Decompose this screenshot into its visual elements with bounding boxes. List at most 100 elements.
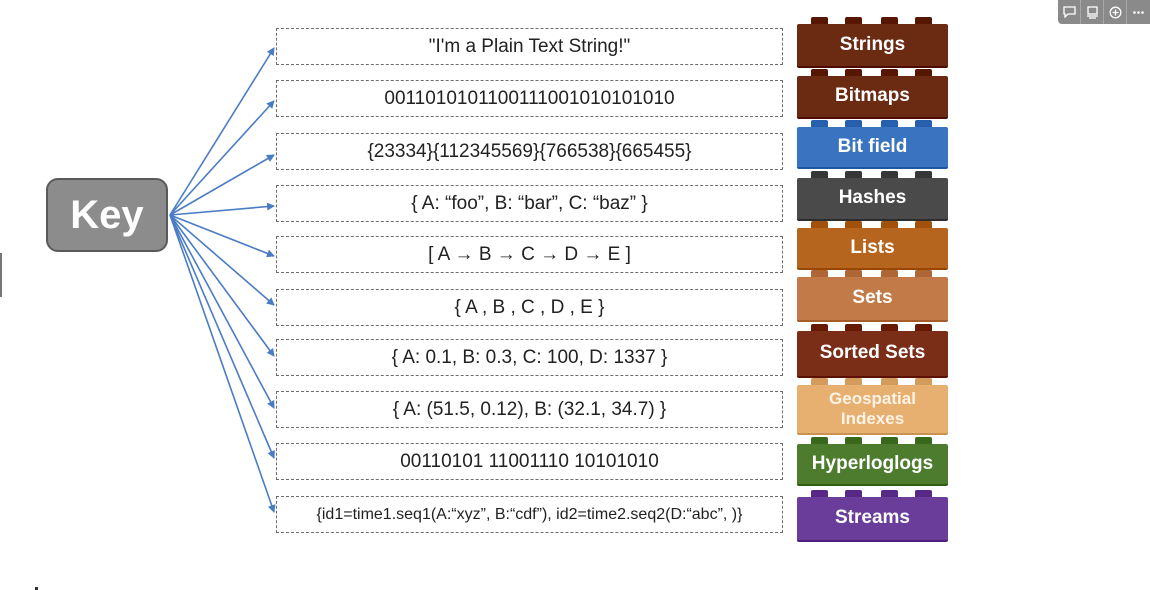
arrow-line [169, 202, 275, 216]
brick-stud [881, 324, 898, 331]
value-text: "I'm a Plain Text String!" [428, 35, 631, 57]
value-box: {id1=time1.seq1(A:“xyz”, B:“cdf”), id2=t… [276, 496, 783, 533]
type-label: Strings [839, 33, 906, 55]
brick-stud [881, 437, 898, 444]
brick-stud [881, 378, 898, 385]
brick-stud [915, 270, 932, 277]
brick-stud [915, 69, 932, 76]
type-brick: Hyperloglogs [797, 437, 948, 486]
top-right-toolbar [1058, 0, 1150, 24]
brick-stud [811, 17, 828, 24]
brick-stud [811, 171, 828, 178]
type-label: Streams [835, 507, 910, 529]
type-brick: Lists [797, 221, 948, 270]
type-label: Sorted Sets [819, 342, 926, 364]
value-box: { A: “foo”, B: “bar”, C: “baz” } [276, 185, 783, 222]
brick-stud [811, 221, 828, 228]
type-brick: Streams [797, 490, 948, 542]
value-text: 0011010101100111001010101010 [384, 87, 675, 109]
value-text: { A: “foo”, B: “bar”, C: “baz” } [411, 192, 648, 214]
brick-stud [915, 490, 932, 497]
brick-stud [845, 120, 862, 127]
arrow-line [169, 214, 275, 409]
arrow-line [169, 214, 275, 459]
value-text: { A: 0.1, B: 0.3, C: 100, D: 1337 } [391, 346, 668, 368]
arrow-line [169, 100, 275, 216]
brick-stud [845, 324, 862, 331]
type-label: Bitmaps [835, 85, 910, 107]
arrow-line [169, 214, 276, 513]
value-text: [ A → B → C → D → E ] [428, 243, 631, 265]
brick-stud [845, 221, 862, 228]
brick-stud [845, 270, 862, 277]
value-text: { A: (51.5, 0.12), B: (32.1, 34.7) } [392, 398, 667, 420]
brick-stud [811, 120, 828, 127]
brick-stud [845, 17, 862, 24]
comment-icon[interactable] [1058, 0, 1082, 24]
arrow-line [169, 214, 275, 306]
value-box: 00110101 11001110 10101010 [276, 443, 783, 480]
type-label: Hyperloglogs [811, 452, 934, 474]
brick-stud [811, 324, 828, 331]
value-box: {23334}{112345569}{766538}{665455} [276, 133, 783, 170]
brick-stud [881, 69, 898, 76]
key-box: Key [46, 178, 168, 252]
type-label: Hashes [838, 187, 907, 209]
arrow-line [169, 47, 275, 216]
type-brick: Geospatial Indexes [797, 378, 948, 435]
present-icon[interactable] [1081, 0, 1105, 24]
brick-stud [915, 120, 932, 127]
arrow-line [169, 214, 275, 357]
brick-stud [881, 171, 898, 178]
value-box: { A: 0.1, B: 0.3, C: 100, D: 1337 } [276, 339, 783, 376]
type-label: Bit field [837, 135, 908, 157]
value-box: [ A → B → C → D → E ] [276, 236, 783, 273]
type-brick: Hashes [797, 171, 948, 221]
brick-stud [915, 17, 932, 24]
brick-stud [845, 490, 862, 497]
type-label: Geospatial Indexes [829, 388, 916, 428]
left-edge-marker [0, 253, 2, 297]
brick-stud [881, 17, 898, 24]
arrow-line [169, 214, 275, 258]
brick-stud [845, 69, 862, 76]
value-box: "I'm a Plain Text String!" [276, 28, 783, 65]
brick-stud [915, 437, 932, 444]
brick-stud [881, 270, 898, 277]
dot-marker [35, 587, 38, 590]
brick-stud [845, 437, 862, 444]
brick-stud [881, 490, 898, 497]
type-label: Sets [852, 287, 893, 309]
type-brick: Sets [797, 270, 948, 322]
arrow-line [169, 154, 275, 216]
type-brick: Sorted Sets [797, 324, 948, 378]
brick-stud [915, 171, 932, 178]
add-icon[interactable] [1104, 0, 1128, 24]
brick-stud [881, 120, 898, 127]
value-box: 0011010101100111001010101010 [276, 80, 783, 117]
brick-stud [845, 378, 862, 385]
key-label: Key [70, 192, 144, 237]
value-text: {23334}{112345569}{766538}{665455} [367, 140, 692, 162]
value-text: { A , B , C , D , E } [454, 296, 605, 318]
value-text: {id1=time1.seq1(A:“xyz”, B:“cdf”), id2=t… [316, 505, 743, 523]
type-brick: Bitmaps [797, 69, 948, 119]
brick-stud [811, 490, 828, 497]
type-label: Lists [850, 236, 895, 258]
brick-stud [811, 437, 828, 444]
brick-stud [811, 69, 828, 76]
value-box: { A , B , C , D , E } [276, 289, 783, 326]
brick-stud [811, 378, 828, 385]
brick-stud [915, 324, 932, 331]
more-icon[interactable] [1127, 0, 1150, 24]
brick-stud [915, 221, 932, 228]
type-brick: Bit field [797, 120, 948, 169]
brick-stud [915, 378, 932, 385]
value-box: { A: (51.5, 0.12), B: (32.1, 34.7) } [276, 391, 783, 428]
brick-stud [811, 270, 828, 277]
brick-stud [845, 171, 862, 178]
value-text: 00110101 11001110 10101010 [400, 450, 659, 472]
brick-stud [881, 221, 898, 228]
type-brick: Strings [797, 17, 948, 68]
